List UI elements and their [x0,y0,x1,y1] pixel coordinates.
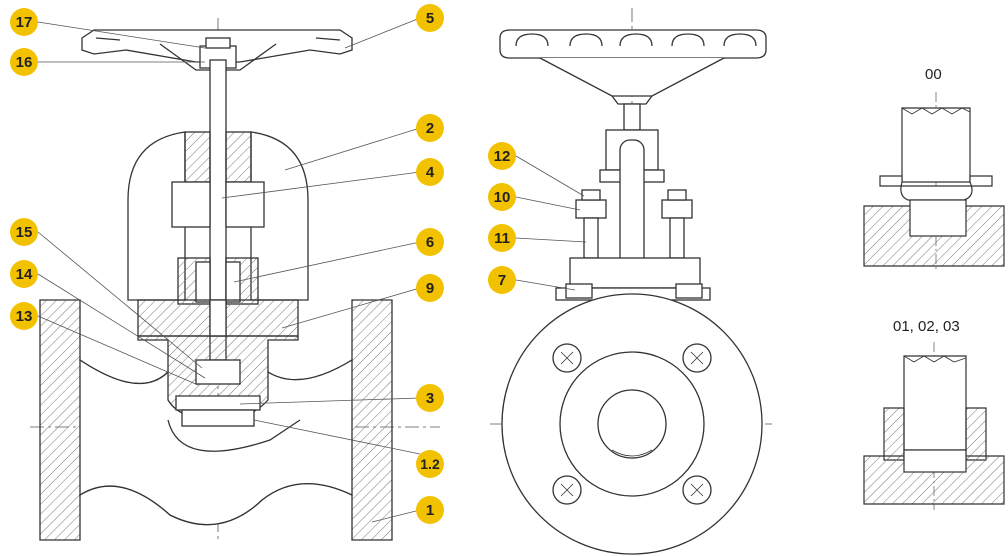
callout-12: 12 [488,142,516,170]
callout-4: 4 [416,158,444,186]
callout-2: 2 [416,114,444,142]
callout-16: 16 [10,48,38,76]
callout-1-2: 1.2 [416,450,444,478]
callout-14: 14 [10,260,38,288]
handwheel-section [81,29,353,71]
variant-label-00: 00 [925,66,942,83]
disc-section [175,359,261,427]
leader-lines-front [515,155,587,291]
front-view [490,8,772,555]
leader-lines [37,17,421,523]
callout-3: 3 [416,384,444,412]
bonnet-section [127,131,309,337]
seat-variants [863,92,1005,510]
callout-1: 1 [416,496,444,524]
variant-00 [863,92,1005,270]
yoke-front [555,129,711,301]
handwheel-front [499,29,767,131]
callout-6: 6 [416,228,444,256]
callout-15: 15 [10,218,38,246]
flange-front [501,293,763,555]
callout-11: 11 [488,224,516,252]
callout-17: 17 [10,8,38,36]
callout-5: 5 [416,4,444,32]
section-view [30,17,440,541]
variant-label-01-02-03: 01, 02, 03 [893,318,960,335]
variant-01 [863,342,1005,510]
callout-13: 13 [10,302,38,330]
callout-7: 7 [488,266,516,294]
callout-9: 9 [416,274,444,302]
callout-10: 10 [488,183,516,211]
